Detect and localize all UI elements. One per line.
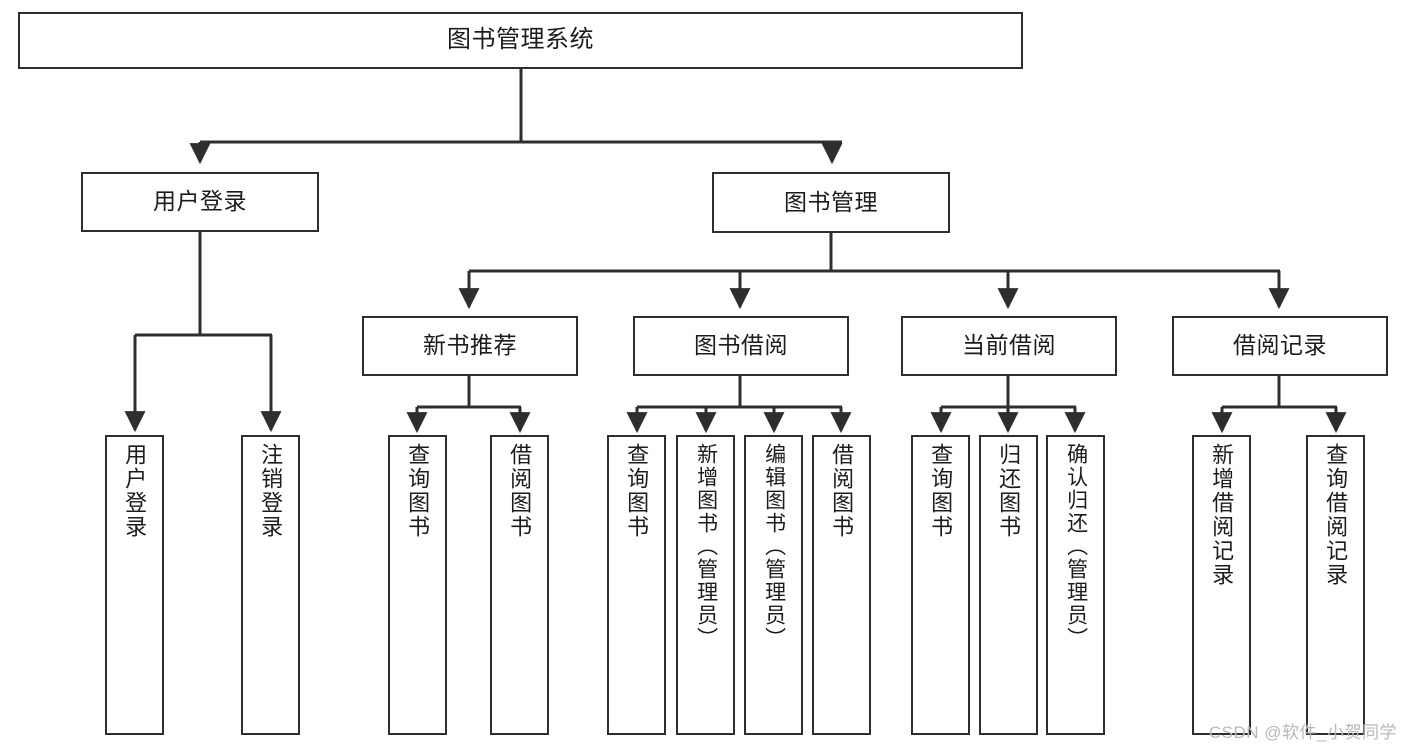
node-book-borrow-label: 图书借阅 [694,332,788,359]
node-leaf-query-book-3-label: 查询图书 [928,443,954,539]
node-leaf-edit-book-label: 编辑图书（管理员） [762,443,786,650]
node-user-login[interactable]: 用户登录 [81,172,319,232]
node-leaf-add-book[interactable]: 新增图书（管理员） [676,435,735,735]
node-leaf-add-record-label: 新增借阅记录 [1209,443,1235,587]
node-leaf-edit-book[interactable]: 编辑图书（管理员） [744,435,803,735]
node-current-borrow[interactable]: 当前借阅 [901,316,1117,376]
node-leaf-query-book-2[interactable]: 查询图书 [607,435,666,735]
watermark-text: CSDN @软件_小贺同学 [1208,723,1397,742]
node-current-borrow-label: 当前借阅 [962,332,1056,359]
node-leaf-query-record-label: 查询借阅记录 [1323,443,1349,587]
node-leaf-query-record[interactable]: 查询借阅记录 [1306,435,1365,735]
node-root[interactable]: 图书管理系统 [18,12,1023,69]
node-leaf-return-book-label: 归还图书 [996,443,1022,539]
node-leaf-query-book-1[interactable]: 查询图书 [388,435,447,735]
node-book-borrow[interactable]: 图书借阅 [633,316,849,376]
node-leaf-query-book-2-label: 查询图书 [624,443,650,539]
node-leaf-return-book[interactable]: 归还图书 [979,435,1038,735]
node-leaf-user-login-label: 用户登录 [122,443,148,539]
node-leaf-borrow-book-2-label: 借阅图书 [829,443,855,539]
node-leaf-borrow-book-2[interactable]: 借阅图书 [812,435,871,735]
node-leaf-confirm-return[interactable]: 确认归还（管理员） [1046,435,1105,735]
node-leaf-confirm-return-label: 确认归还（管理员） [1064,443,1088,650]
node-leaf-logout[interactable]: 注销登录 [241,435,300,735]
node-new-book-recommend-label: 新书推荐 [423,332,517,359]
node-root-label: 图书管理系统 [447,26,594,54]
node-leaf-logout-label: 注销登录 [258,443,284,539]
node-leaf-query-book-3[interactable]: 查询图书 [911,435,970,735]
node-book-manage-label: 图书管理 [784,188,878,215]
node-leaf-add-book-label: 新增图书（管理员） [694,443,718,650]
node-borrow-record-label: 借阅记录 [1233,332,1327,359]
node-leaf-add-record[interactable]: 新增借阅记录 [1192,435,1251,735]
node-user-login-label: 用户登录 [153,188,247,215]
node-book-manage[interactable]: 图书管理 [712,172,950,233]
node-leaf-borrow-book-1-label: 借阅图书 [507,443,533,539]
node-new-book-recommend[interactable]: 新书推荐 [362,316,578,376]
node-leaf-borrow-book-1[interactable]: 借阅图书 [490,435,549,735]
node-borrow-record[interactable]: 借阅记录 [1172,316,1388,376]
node-leaf-query-book-1-label: 查询图书 [405,443,431,539]
node-leaf-user-login[interactable]: 用户登录 [105,435,164,735]
